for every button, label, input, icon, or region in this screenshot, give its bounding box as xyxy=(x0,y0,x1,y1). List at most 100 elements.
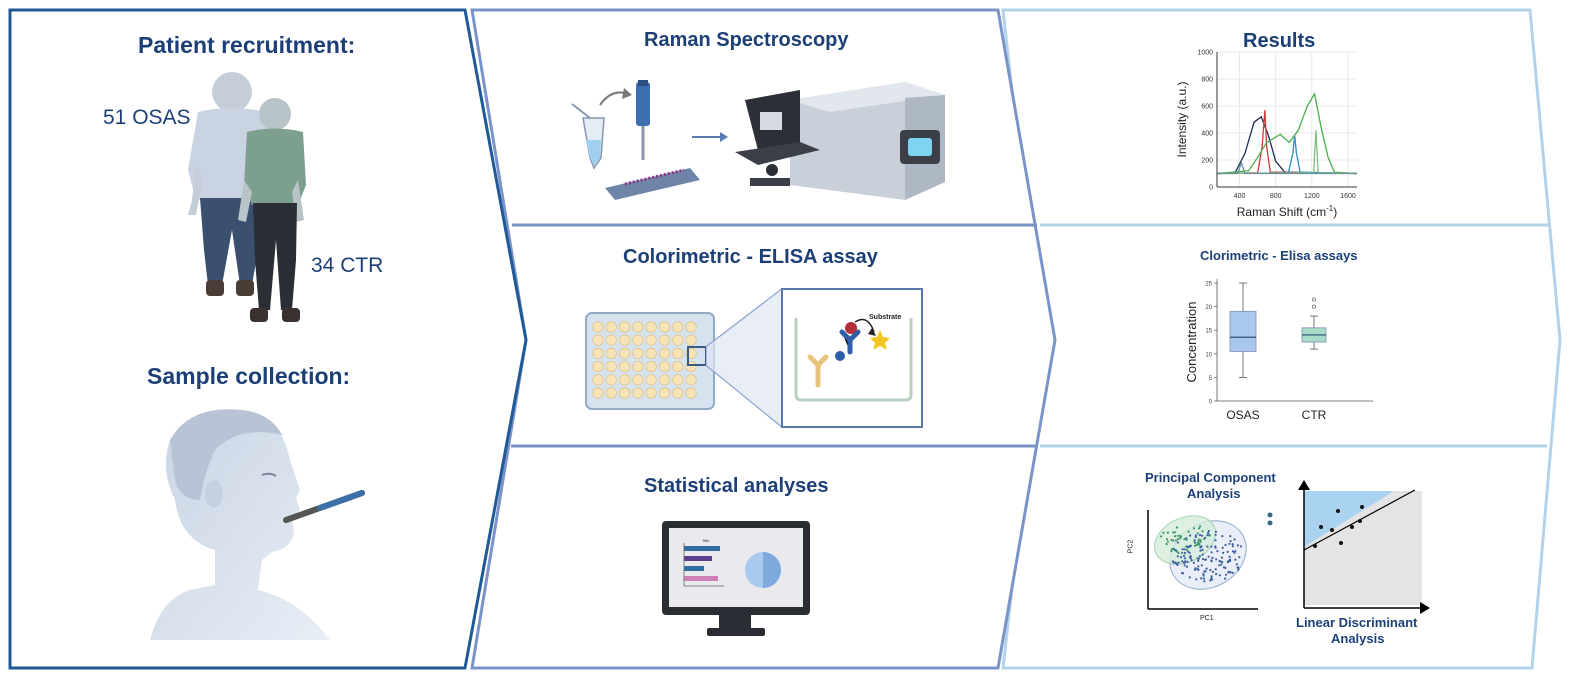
pca-point xyxy=(1218,574,1221,577)
pca-point xyxy=(1236,566,1239,569)
pca-point xyxy=(1172,539,1175,542)
pca-point xyxy=(1228,558,1231,561)
pca-x-label: PC1 xyxy=(1200,615,1214,622)
pca-point xyxy=(1177,551,1180,555)
pca-point xyxy=(1200,545,1203,548)
pca-point xyxy=(1201,557,1205,561)
pca-point xyxy=(1226,550,1229,554)
well xyxy=(605,347,617,359)
well xyxy=(618,387,631,399)
pca-point xyxy=(1224,577,1227,580)
well xyxy=(618,334,631,346)
pca-point xyxy=(1192,527,1196,530)
elisa-assay-title: Colorimetric - ELISA assay xyxy=(623,246,878,268)
pca-point xyxy=(1189,534,1192,537)
well xyxy=(632,387,644,399)
pca-point xyxy=(1179,537,1182,540)
pca-point xyxy=(1183,557,1187,560)
pca-point xyxy=(1239,545,1242,548)
pca-point xyxy=(1234,558,1237,561)
pca-point xyxy=(1210,575,1213,578)
well xyxy=(685,334,697,346)
pca-point xyxy=(1214,530,1218,533)
patient-recruitment-title: Patient recruitment: xyxy=(138,32,356,58)
pca-point xyxy=(1182,572,1185,575)
pca-point xyxy=(1196,567,1199,571)
pca-point xyxy=(1181,548,1184,551)
well xyxy=(658,374,671,386)
pca-point xyxy=(1234,550,1237,553)
y-tick-label: 1000 xyxy=(1197,50,1213,57)
pca-point xyxy=(1166,531,1169,534)
pca-point xyxy=(1185,548,1188,551)
well xyxy=(672,387,684,399)
pca-point xyxy=(1199,549,1202,552)
pca-point xyxy=(1231,550,1235,553)
category-label: CTR xyxy=(1302,408,1327,422)
y-tick-label: 800 xyxy=(1201,77,1213,84)
pca-point xyxy=(1176,534,1179,537)
pca-point xyxy=(1214,539,1217,542)
osas-count-label: 51 OSAS xyxy=(103,106,191,129)
well xyxy=(605,334,617,346)
y-tick-label: 600 xyxy=(1201,104,1213,111)
pca-point xyxy=(1200,577,1203,580)
well xyxy=(592,321,604,333)
pca-point xyxy=(1194,534,1197,537)
well xyxy=(658,360,671,373)
pca-point xyxy=(1231,545,1234,548)
pca-point xyxy=(1172,531,1175,534)
pca-y-label: PC2 xyxy=(1127,539,1135,554)
sample-collection-illustration xyxy=(150,409,365,640)
x-tick-label: 800 xyxy=(1270,193,1282,200)
pca-point xyxy=(1238,556,1241,559)
pca-point xyxy=(1235,563,1238,566)
well xyxy=(632,347,644,359)
pca-point xyxy=(1215,558,1218,561)
pca-point xyxy=(1215,572,1218,576)
pca-point xyxy=(1231,543,1234,546)
pca-point xyxy=(1220,563,1223,566)
well xyxy=(592,374,604,386)
statistical-analyses-title: Statistical analyses xyxy=(644,475,829,497)
stats-monitor-illustration xyxy=(662,521,810,636)
pca-point xyxy=(1193,540,1196,543)
pca-point xyxy=(1206,545,1209,548)
pca-point xyxy=(1182,554,1186,557)
pca-point xyxy=(1198,543,1201,546)
pca-point xyxy=(1170,550,1173,553)
pca-point xyxy=(1209,579,1212,582)
well xyxy=(618,321,631,333)
outlier-point xyxy=(1312,297,1317,302)
pca-point xyxy=(1175,526,1178,529)
pca-point xyxy=(1199,540,1202,543)
pca-point xyxy=(1197,565,1200,568)
well xyxy=(685,387,697,399)
pca-point xyxy=(1204,558,1207,561)
pca-point xyxy=(1229,535,1232,538)
pca-point xyxy=(1208,534,1211,537)
pca-point xyxy=(1202,572,1205,576)
pca-point xyxy=(1198,527,1201,530)
pca-point xyxy=(1183,548,1186,551)
substrate-label: Substrate xyxy=(869,314,902,321)
well xyxy=(632,360,644,373)
pca-point xyxy=(1174,535,1177,538)
pca-point xyxy=(1174,531,1177,534)
pca-point xyxy=(1237,568,1240,571)
pca-point xyxy=(1174,539,1178,542)
pca-point xyxy=(1224,573,1228,576)
raman-illustration xyxy=(571,80,945,200)
x-tick-label: 1600 xyxy=(1340,193,1356,200)
results-title: Results xyxy=(1243,30,1316,52)
pca-point xyxy=(1166,540,1169,543)
pca-point xyxy=(1210,559,1213,562)
pca-point xyxy=(1211,570,1214,574)
well xyxy=(672,347,684,359)
pca-point xyxy=(1207,529,1210,533)
pca-point xyxy=(1197,559,1200,563)
well xyxy=(592,334,604,346)
pca-point xyxy=(1221,535,1224,538)
